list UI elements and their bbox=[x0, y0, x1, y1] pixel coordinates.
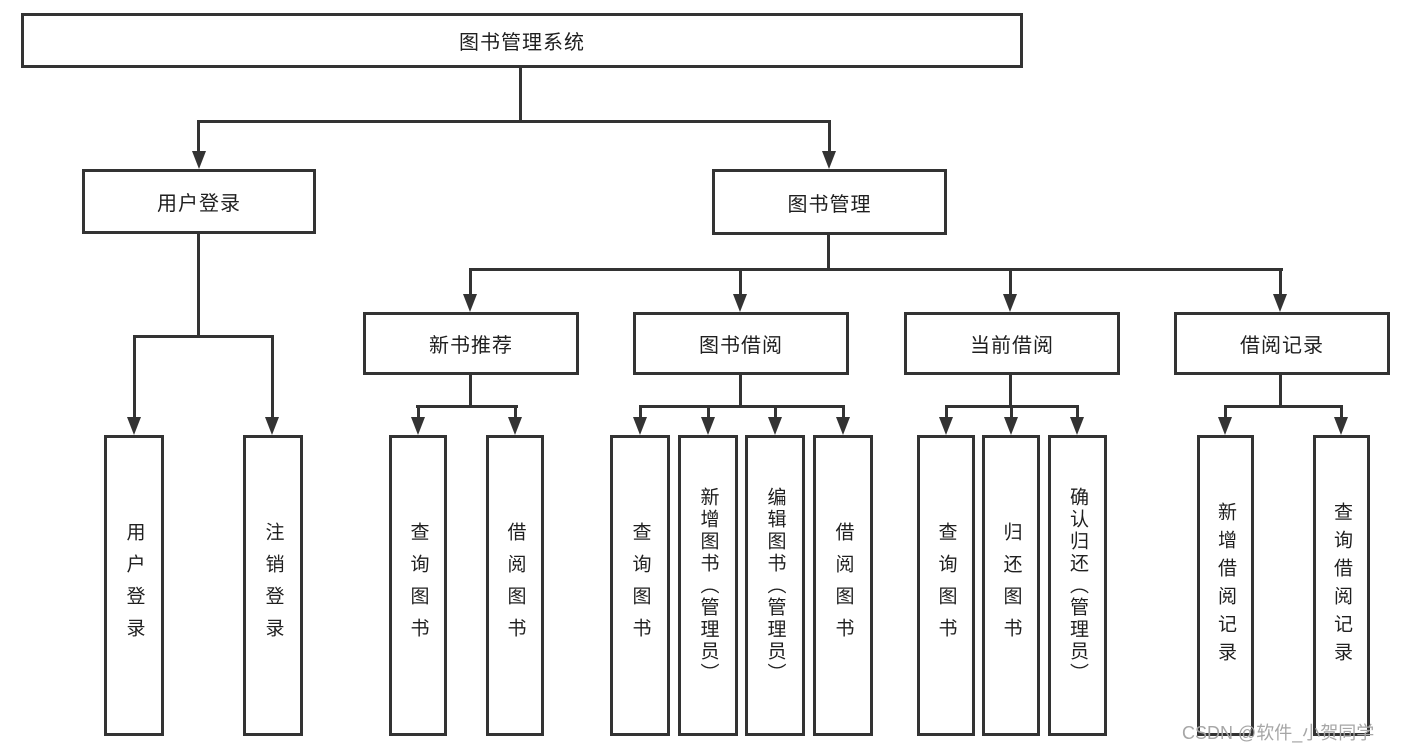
connector-user-login-stem bbox=[197, 231, 200, 337]
connector-line bbox=[514, 405, 517, 419]
leaf-query-books: 查询图书 bbox=[917, 435, 975, 736]
connector-line bbox=[828, 120, 831, 153]
connector-line bbox=[1340, 405, 1343, 419]
arrow-down-icon bbox=[701, 417, 715, 435]
leaf-edit-books-admin: 编辑图书（管理员） bbox=[745, 435, 805, 736]
connector-line bbox=[707, 405, 710, 419]
node-user-login: 用户登录 bbox=[82, 169, 316, 234]
connector-line bbox=[639, 405, 642, 419]
connector-line bbox=[1076, 405, 1079, 419]
arrow-down-icon bbox=[1273, 294, 1287, 312]
arrow-down-icon bbox=[265, 417, 279, 435]
arrow-down-icon bbox=[733, 294, 747, 312]
node-book-borrowing: 图书借阅 bbox=[633, 312, 849, 375]
connector-book-mgmt-stem bbox=[827, 233, 830, 270]
connector-bar bbox=[416, 405, 518, 408]
connector-line bbox=[739, 373, 742, 407]
connector-bar bbox=[1224, 405, 1343, 408]
leaf-user-login: 用户登录 bbox=[104, 435, 164, 736]
connector-root-stem bbox=[519, 66, 522, 122]
connector-line bbox=[945, 405, 948, 419]
connector-line bbox=[1224, 405, 1227, 419]
connector-line bbox=[1009, 373, 1012, 407]
watermark: CSDN @软件_小贺同学 bbox=[1182, 723, 1375, 743]
connector-line bbox=[739, 268, 742, 296]
leaf-add-books-admin: 新增图书（管理员） bbox=[678, 435, 738, 736]
arrow-down-icon bbox=[411, 417, 425, 435]
node-book-management: 图书管理 bbox=[712, 169, 947, 235]
arrow-down-icon bbox=[822, 151, 836, 169]
connector-line bbox=[1009, 268, 1012, 296]
arrow-down-icon bbox=[463, 294, 477, 312]
arrow-down-icon bbox=[192, 151, 206, 169]
leaf-borrow-books: 借阅图书 bbox=[813, 435, 873, 736]
leaf-query-borrow-record: 查询借阅记录 bbox=[1313, 435, 1370, 736]
connector-level1-bar bbox=[198, 120, 831, 123]
connector-line bbox=[197, 120, 200, 153]
arrow-down-icon bbox=[633, 417, 647, 435]
arrow-down-icon bbox=[939, 417, 953, 435]
node-root: 图书管理系统 bbox=[21, 13, 1023, 68]
leaf-add-borrow-record: 新增借阅记录 bbox=[1197, 435, 1254, 736]
connector-user-login-bar bbox=[133, 335, 274, 338]
connector-level2-bar bbox=[469, 268, 1283, 271]
leaf-borrow-books: 借阅图书 bbox=[486, 435, 544, 736]
arrow-down-icon bbox=[1218, 417, 1232, 435]
connector-line bbox=[1010, 405, 1013, 419]
node-borrowing-records: 借阅记录 bbox=[1174, 312, 1390, 375]
arrow-down-icon bbox=[836, 417, 850, 435]
leaf-return-books: 归还图书 bbox=[982, 435, 1040, 736]
connector-line bbox=[417, 405, 420, 419]
leaf-confirm-return-admin: 确认归还（管理员） bbox=[1048, 435, 1107, 736]
connector-line bbox=[1279, 373, 1282, 407]
arrow-down-icon bbox=[508, 417, 522, 435]
arrow-down-icon bbox=[1334, 417, 1348, 435]
connector-line bbox=[469, 373, 472, 407]
connector-line bbox=[271, 335, 274, 419]
arrow-down-icon bbox=[1004, 417, 1018, 435]
node-new-book-recommend: 新书推荐 bbox=[363, 312, 579, 375]
connector-bar bbox=[639, 405, 845, 408]
connector-line bbox=[842, 405, 845, 419]
arrow-down-icon bbox=[768, 417, 782, 435]
leaf-query-books: 查询图书 bbox=[389, 435, 447, 736]
connector-line bbox=[133, 335, 136, 419]
arrow-down-icon bbox=[127, 417, 141, 435]
arrow-down-icon bbox=[1070, 417, 1084, 435]
connector-line bbox=[469, 268, 472, 296]
leaf-query-books: 查询图书 bbox=[610, 435, 670, 736]
leaf-logout: 注销登录 bbox=[243, 435, 303, 736]
connector-line bbox=[1279, 268, 1282, 296]
connector-line bbox=[774, 405, 777, 419]
arrow-down-icon bbox=[1003, 294, 1017, 312]
node-current-borrowing: 当前借阅 bbox=[904, 312, 1120, 375]
